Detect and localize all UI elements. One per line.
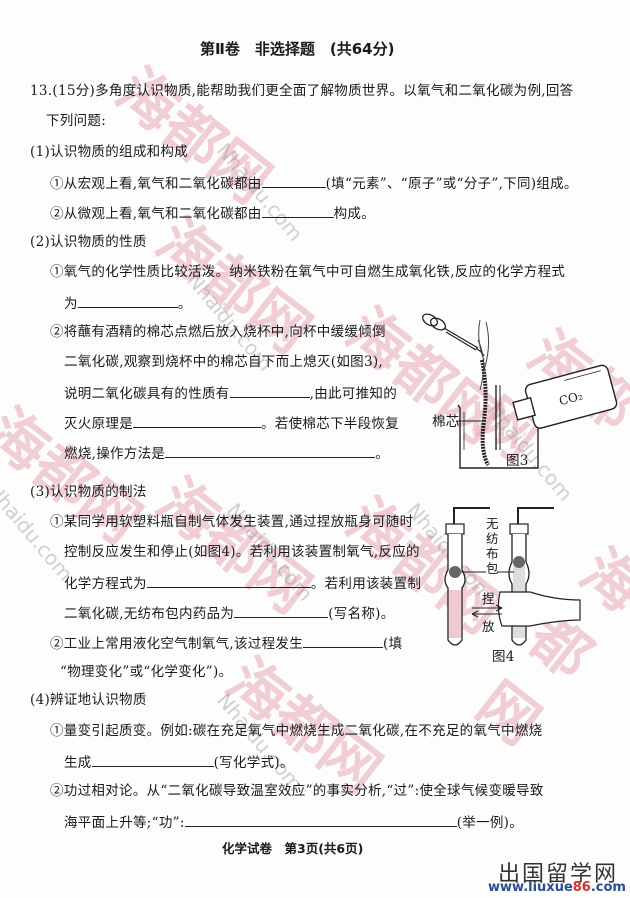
part4-item1-line2: 生成 (写化学式)。 xyxy=(64,752,294,772)
section-title: 第Ⅱ卷 非选择题 (共64分) xyxy=(200,40,395,58)
co2-label: CO₂ xyxy=(558,388,585,408)
part1-heading: (1)认识物质的组成和构成 xyxy=(30,144,189,160)
text: (填 xyxy=(383,636,403,652)
text: 86 xyxy=(572,880,591,895)
figure-4-caption: 图4 xyxy=(492,649,515,665)
part1-item1: ①从宏观上看,氧气和二氧化碳都由 (填“元素”、“原子”或“分子”,下同)组成。 xyxy=(50,173,578,193)
text: (写名称)。 xyxy=(328,606,395,622)
text: 灭火原理是 xyxy=(64,416,133,432)
text: 二氧化碳,无纺布包内药品为 xyxy=(64,606,235,622)
part2-heading: (2)认识物质的性质 xyxy=(30,234,147,250)
text: (填“元素”、“原子”或“分子”,下同)组成。 xyxy=(325,176,578,192)
text: ②工业上常用液化空气制氧气,该过程发生 xyxy=(50,636,303,652)
part4-heading: (4)辨证地认识物质 xyxy=(30,692,147,708)
text: 包 xyxy=(486,561,499,576)
question-intro-line1: (15分)多角度认识物质,能帮助我们更全面了解物质世界。以氧气和二氧化碳为例,回… xyxy=(52,83,574,99)
part2-item2-line1: ②将蘸有酒精的棉芯点燃后放入烧杯中,向杯中缓缓倾倒 xyxy=(50,324,386,340)
part2-item2-line5: 燃烧,操作方法是 。 xyxy=(64,443,389,463)
part2-item1-line1: ①氧气的化学性质比较活泼。纳米铁粉在氧气中可自燃生成氧化铁,反应的化学方程式 xyxy=(50,264,566,280)
wick-label: 棉芯 xyxy=(432,414,460,430)
answer-blank[interactable] xyxy=(184,812,457,827)
brand-url[interactable]: www.liuxue86.com xyxy=(488,880,626,895)
answer-blank[interactable] xyxy=(261,173,326,188)
watermark-cn: 海都网 xyxy=(0,395,154,557)
part3-item2-line1: ②工业上常用液化空气制氧气,该过程发生 (填 xyxy=(50,633,402,653)
answer-blank[interactable] xyxy=(165,443,376,458)
bag-label: 无 纺 布 包 xyxy=(486,516,499,576)
figure-3-caption: 图3 xyxy=(506,453,529,469)
answer-blank[interactable] xyxy=(133,413,261,428)
part3-item1-line1: ①某同学用软塑料瓶自制气体发生装置,通过捏放瓶身可随时 xyxy=(50,514,414,530)
text: ,由此可推知的 xyxy=(309,386,398,402)
text: 。若使棉芯下半段恢复 xyxy=(261,416,399,432)
question-intro-line2: 下列问题: xyxy=(46,113,107,129)
part3-heading: (3)认识物质的制法 xyxy=(30,484,147,500)
text: 。若利用该装置制 xyxy=(310,576,422,592)
part1-item2: ②从微观上看,氧气和二氧化碳都由 构成。 xyxy=(50,203,375,223)
watermark-en: Nhaidu.com xyxy=(212,688,308,796)
answer-blank[interactable] xyxy=(146,573,311,588)
squeeze-bottle-diagram xyxy=(444,507,581,646)
text: 。 xyxy=(375,446,390,462)
part3-item1-line3: 化学方程式为 。若利用该装置制 xyxy=(64,573,421,593)
beaker-co2-diagram: CO₂ xyxy=(421,313,618,469)
text: 说明二氧化碳具有的性质有 xyxy=(64,386,230,402)
answer-blank[interactable] xyxy=(303,633,383,648)
part3-item1-line2: 控制反应发生和停止(如图4)。若利用该装置制氧气,反应的 xyxy=(64,544,420,560)
text: 海平面上升等;“功”: xyxy=(64,815,185,831)
question-intro: 13.(15分)多角度认识物质,能帮助我们更全面了解物质世界。以氧气和二氧化碳为… xyxy=(30,82,573,100)
page-footer: 化学试卷 第3页(共6页) xyxy=(222,841,364,856)
answer-blank[interactable] xyxy=(91,752,214,767)
text: .com xyxy=(590,880,626,895)
text: (举一例)。 xyxy=(456,815,524,831)
text: (写化学式)。 xyxy=(213,755,294,771)
text: 为 xyxy=(64,296,78,312)
part2-item1-line2: 为。 xyxy=(64,293,192,313)
question-number: 13. xyxy=(30,83,53,99)
part2-item2-line3: 说明二氧化碳具有的性质有 ,由此可推知的 xyxy=(64,383,397,403)
text: 燃烧,操作方法是 xyxy=(64,446,166,462)
answer-blank[interactable] xyxy=(77,293,178,308)
text: www.liuxue xyxy=(488,880,573,895)
text: 纺 xyxy=(486,531,499,546)
text: 。 xyxy=(177,296,192,312)
text: 生成 xyxy=(64,755,92,771)
part2-item2-line4: 灭火原理是 。若使棉芯下半段恢复 xyxy=(64,413,399,433)
answer-blank[interactable] xyxy=(229,383,310,398)
text: 无 xyxy=(486,516,499,531)
release-label: 放 xyxy=(482,619,495,634)
part3-item2-line2: “物理变化”或“化学变化”)。 xyxy=(60,664,233,680)
part4-item1-line1: ①量变引起质变。例如:碳在充足氧气中燃烧生成二氧化碳,在不充足的氧气中燃烧 xyxy=(50,723,543,739)
part4-item2-line1: ②功过相对论。从“二氧化碳导致温室效应”的事实分析,“过”:使全球气候变暖导致 xyxy=(50,783,544,799)
text: ②从微观上看,氧气和二氧化碳都由 xyxy=(50,206,262,222)
part2-item2-line2: 二氧化碳,观察到烧杯中的棉芯自下而上熄灭(如图3), xyxy=(64,354,384,370)
figure-4: 无 纺 布 包 捏 放 图4 xyxy=(430,500,620,670)
text: 化学方程式为 xyxy=(64,576,147,592)
text: 布 xyxy=(486,546,499,561)
figure-3: CO₂ 棉芯 图3 xyxy=(418,300,628,470)
text: 构成。 xyxy=(333,206,375,222)
part3-item1-line4: 二氧化碳,无纺布包内药品为 (写名称)。 xyxy=(64,603,395,623)
squeeze-label: 捏 xyxy=(482,591,495,606)
part4-item2-line2: 海平面上升等;“功”: (举一例)。 xyxy=(64,812,523,832)
answer-blank[interactable] xyxy=(234,603,329,618)
brand-name: 出国留学网 xyxy=(498,862,619,887)
text: ①从宏观上看,氧气和二氧化碳都由 xyxy=(50,176,262,192)
answer-blank[interactable] xyxy=(261,203,334,218)
